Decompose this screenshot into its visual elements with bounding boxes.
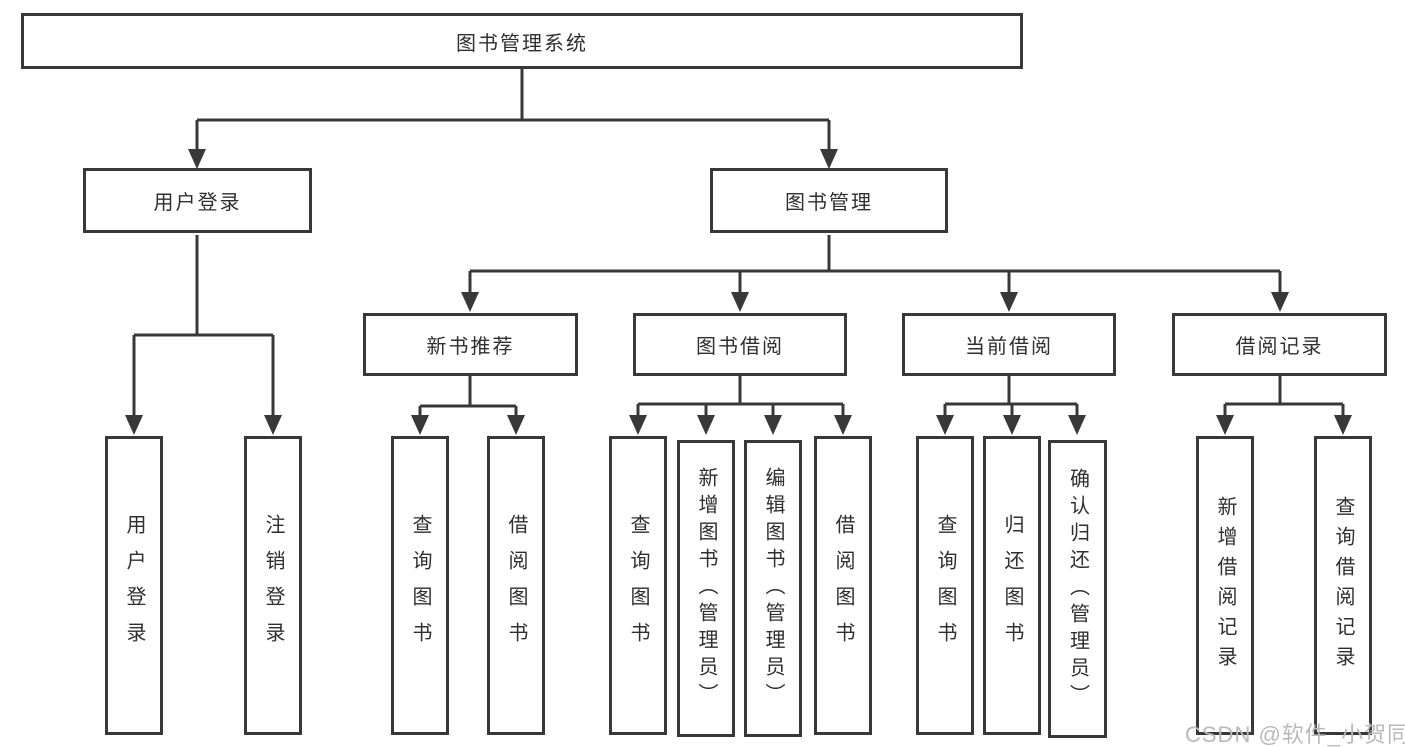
node-label: 图书管理 [785, 192, 873, 214]
leaf-label: 注销登录 [262, 513, 284, 658]
node-book-management-system: 图书管理系统 [21, 13, 1023, 69]
leaf-label: 确认归还（管理员） [1066, 467, 1089, 711]
leaf-edit-book-admin: 编辑图书（管理员） [744, 440, 802, 737]
leaf-add-borrow-record: 新增借阅记录 [1196, 436, 1254, 735]
leaf-label: 查询借阅记录 [1332, 495, 1354, 676]
node-borrow-records: 借阅记录 [1172, 313, 1387, 376]
node-label: 图书管理系统 [456, 32, 588, 55]
node-book-management-branch: 图书管理 [710, 168, 948, 233]
leaf-label: 用户登录 [123, 513, 145, 658]
leaf-label: 编辑图书（管理员） [762, 467, 784, 710]
leaf-return-books: 归还图书 [983, 436, 1041, 735]
node-label: 当前借阅 [965, 336, 1053, 358]
leaf-query-books-recommend: 查询图书 [391, 436, 449, 735]
leaf-add-book-admin: 新增图书（管理员） [677, 440, 735, 737]
leaf-label: 新增图书（管理员） [695, 467, 717, 710]
leaf-label: 查询图书 [409, 513, 431, 658]
leaf-label: 新增借阅记录 [1214, 495, 1236, 676]
leaf-borrow-books: 借阅图书 [814, 436, 872, 735]
leaf-label: 查询图书 [627, 513, 649, 658]
leaf-query-borrow-record: 查询借阅记录 [1314, 436, 1372, 735]
leaf-label: 借阅图书 [505, 513, 527, 658]
leaf-user-login: 用户登录 [105, 436, 163, 735]
leaf-confirm-return-admin: 确认归还（管理员） [1048, 440, 1107, 738]
leaf-query-books-current: 查询图书 [916, 436, 974, 735]
leaf-query-books-borrow: 查询图书 [609, 436, 667, 735]
node-label: 用户登录 [153, 192, 242, 214]
node-label: 借阅记录 [1235, 336, 1324, 358]
leaf-label: 借阅图书 [832, 513, 854, 658]
node-label: 图书借阅 [696, 336, 784, 358]
watermark: CSDN @软件_小贺同学 [1185, 722, 1405, 747]
node-new-book-recommend: 新书推荐 [363, 313, 578, 376]
node-book-borrow: 图书借阅 [633, 313, 847, 376]
leaf-logout: 注销登录 [244, 436, 302, 735]
leaf-borrow-books-recommend: 借阅图书 [487, 436, 545, 735]
node-current-borrow: 当前借阅 [902, 313, 1116, 376]
node-label: 新书推荐 [426, 336, 515, 358]
leaf-label: 查询图书 [934, 513, 956, 658]
node-user-login-branch: 用户登录 [83, 168, 312, 233]
leaf-label: 归还图书 [1001, 513, 1023, 658]
